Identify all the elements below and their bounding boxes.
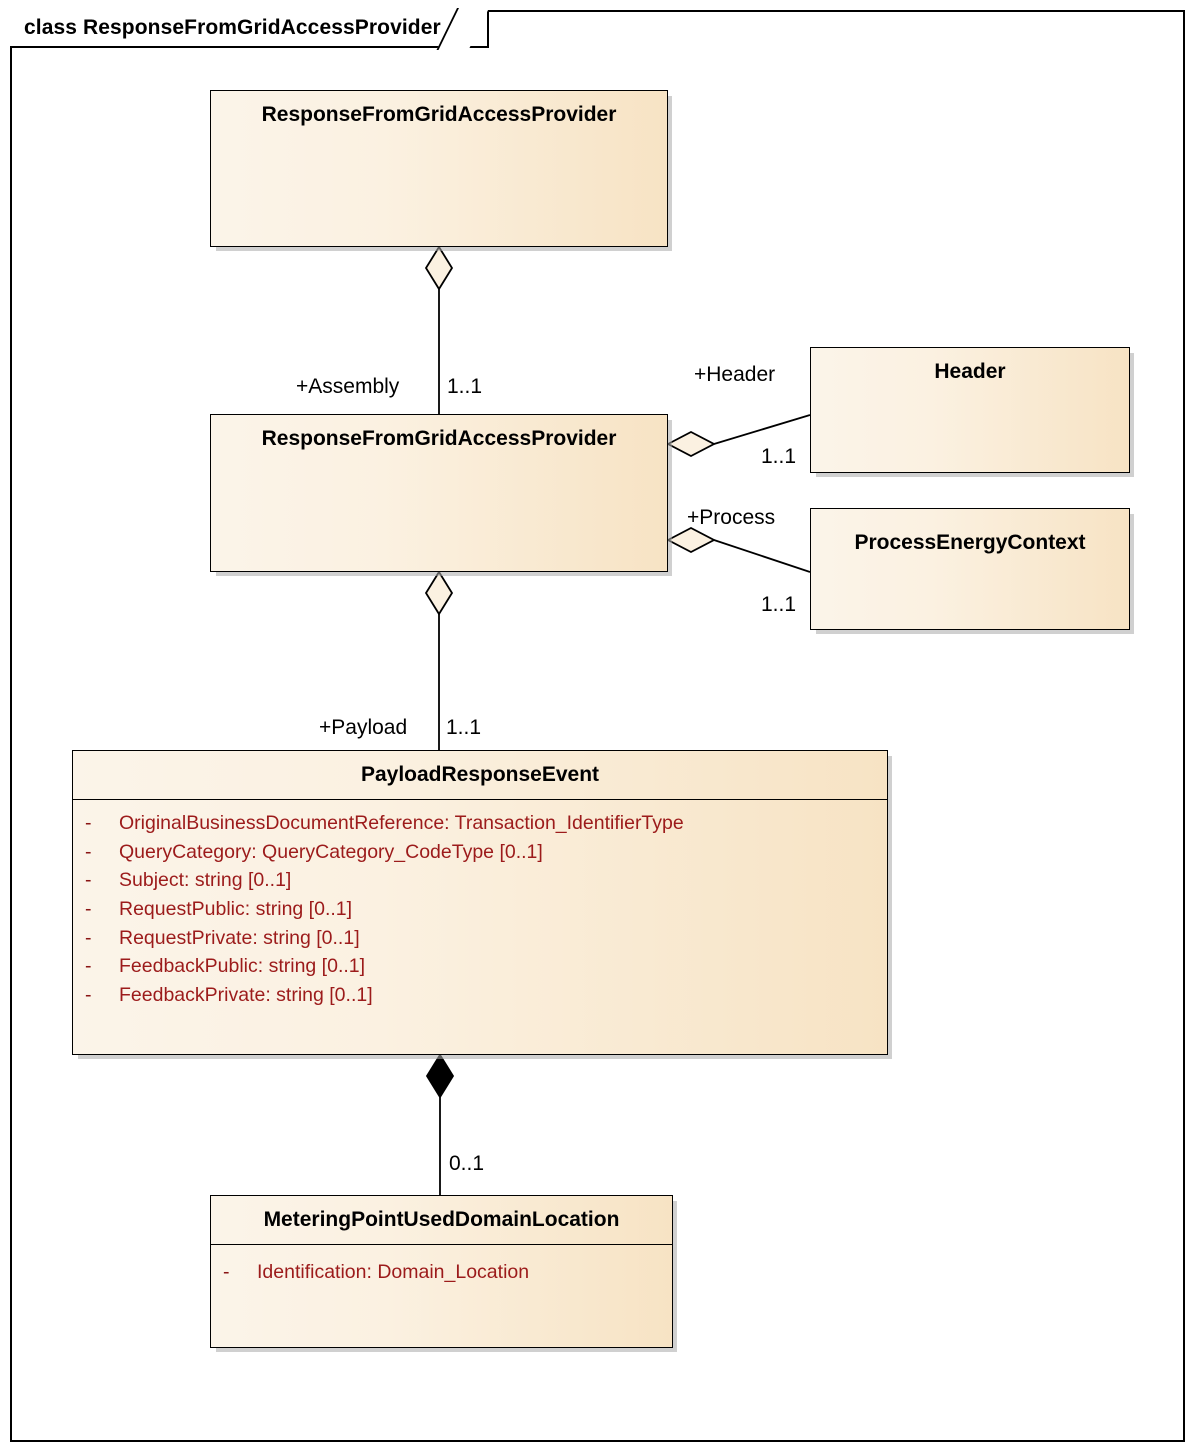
attribute-visibility: - (85, 869, 92, 892)
attr-list-payload: - OriginalBusinessDocumentReference: Tran… (73, 809, 887, 1010)
attribute-text: OriginalBusinessDocumentReference: Trans… (119, 812, 684, 835)
assoc-label-process-multiplicity: 1..1 (761, 593, 797, 616)
assoc-label-assembly-role: +Assembly (296, 375, 400, 398)
attribute-row: - RequestPublic: string [0..1] (73, 895, 887, 924)
assoc-label-header-role: +Header (694, 363, 776, 386)
attribute-row: - Identification: Domain_Location (211, 1258, 672, 1287)
class-name-payload-response-event: PayloadResponseEvent (360, 763, 600, 786)
attributes-compartment-metering: - Identification: Domain_Location (211, 1244, 672, 1287)
assoc-label-header-multiplicity: 1..1 (761, 445, 797, 468)
attribute-text: FeedbackPublic: string [0..1] (119, 955, 366, 978)
attribute-visibility: - (223, 1261, 230, 1284)
assoc-label-process-role: +Process (687, 506, 776, 529)
class-box-response-from-grid-access-provider-assembly[interactable]: ResponseFromGridAccessProvider (210, 414, 668, 572)
assoc-label-payload-multiplicity: 1..1 (446, 716, 482, 739)
diagram-frame (10, 10, 1185, 1442)
attribute-row: - FeedbackPrivate: string [0..1] (73, 981, 887, 1010)
class-name-metering-point-used-domain-location: MeteringPointUsedDomainLocation (263, 1208, 620, 1231)
attribute-text: RequestPublic: string [0..1] (119, 898, 353, 921)
attribute-row: - FeedbackPublic: string [0..1] (73, 952, 887, 981)
class-name-header: Header (934, 360, 1006, 383)
assoc-label-payload-role: +Payload (319, 716, 408, 739)
diagram-frame-label: class ResponseFromGridAccessProvider (10, 8, 489, 50)
attribute-row: - RequestPrivate: string [0..1] (73, 924, 887, 953)
class-name-assembly: ResponseFromGridAccessProvider (261, 427, 617, 450)
attr-list-metering: - Identification: Domain_Location (211, 1258, 672, 1287)
frame-tab-corner (436, 8, 489, 50)
attribute-text: RequestPrivate: string [0..1] (119, 926, 360, 949)
attribute-visibility: - (85, 955, 92, 978)
attribute-row: - Subject: string [0..1] (73, 866, 887, 895)
class-box-payload-response-event[interactable]: PayloadResponseEvent - OriginalBusinessDo… (72, 750, 888, 1055)
attributes-compartment-payload: - OriginalBusinessDocumentReference: Tran… (73, 799, 887, 1010)
attribute-visibility: - (85, 812, 92, 835)
assoc-label-metering-multiplicity: 0..1 (449, 1152, 485, 1175)
class-box-response-from-grid-access-provider-root[interactable]: ResponseFromGridAccessProvider (210, 90, 668, 247)
class-box-header[interactable]: Header (810, 347, 1130, 473)
attribute-text: FeedbackPrivate: string [0..1] (119, 984, 373, 1007)
attribute-text: QueryCategory: QueryCategory_CodeType [0… (119, 840, 543, 863)
attribute-visibility: - (85, 984, 92, 1007)
attribute-visibility: - (85, 898, 92, 921)
diagram-frame-label-text: class ResponseFromGridAccessProvider (24, 16, 441, 39)
class-name-process-energy-context: ProcessEnergyContext (854, 531, 1086, 554)
attribute-text: Identification: Domain_Location (257, 1261, 530, 1284)
attribute-text: Subject: string [0..1] (119, 869, 292, 892)
class-box-process-energy-context[interactable]: ProcessEnergyContext (810, 508, 1130, 630)
class-name-root: ResponseFromGridAccessProvider (261, 103, 617, 126)
assoc-label-assembly-multiplicity: 1..1 (447, 375, 483, 398)
class-box-metering-point-used-domain-location[interactable]: MeteringPointUsedDomainLocation - Identif… (210, 1195, 673, 1348)
attribute-row: - OriginalBusinessDocumentReference: Tran… (73, 809, 887, 838)
attribute-visibility: - (85, 840, 92, 863)
attribute-visibility: - (85, 926, 92, 949)
attribute-row: - QueryCategory: QueryCategory_CodeType [… (73, 838, 887, 867)
